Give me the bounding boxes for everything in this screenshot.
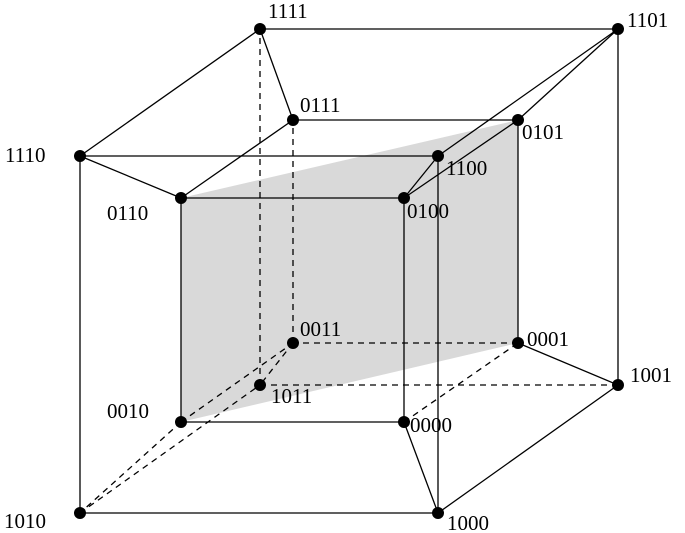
vertex-1000 <box>432 507 444 519</box>
vertex-1111 <box>254 23 266 35</box>
edge-1100-1101 <box>437 28 619 157</box>
vertex-1101 <box>612 23 624 35</box>
edge-0110-1110 <box>79 155 182 199</box>
edge-0000-1000 <box>403 421 439 514</box>
edge-0110-0111 <box>180 119 294 199</box>
vertex-0001 <box>512 337 524 349</box>
edge-0000-0001 <box>403 342 519 423</box>
edge-0010-0011 <box>180 342 294 423</box>
vertex-0011 <box>287 337 299 349</box>
label-0010: 0010 <box>107 399 149 423</box>
label-1110: 1110 <box>5 143 45 167</box>
vertex-1110 <box>74 150 86 162</box>
label-0110: 0110 <box>107 201 148 225</box>
label-1000: 1000 <box>447 511 489 533</box>
vertex-0101 <box>512 114 524 126</box>
label-1111: 1111 <box>268 0 308 23</box>
vertex-0010 <box>175 416 187 428</box>
vertex-0100 <box>398 192 410 204</box>
vertex-0110 <box>175 192 187 204</box>
label-0011: 0011 <box>300 317 341 341</box>
vertex-1001 <box>612 379 624 391</box>
edge-1010-1011 <box>79 384 261 514</box>
edge-0111-1111 <box>259 28 294 121</box>
labels-layer: 0000 0001 0010 0011 0100 0101 0110 0111 … <box>4 0 672 533</box>
label-1101: 1101 <box>627 8 668 32</box>
edges-layer <box>79 28 619 514</box>
edge-0010-1010 <box>79 421 182 514</box>
inner-cube-front-face <box>181 120 518 422</box>
label-0100: 0100 <box>407 199 449 223</box>
edge-0011-1011 <box>259 342 294 386</box>
label-1100: 1100 <box>446 156 487 180</box>
vertex-0000 <box>398 416 410 428</box>
label-1001: 1001 <box>630 363 672 387</box>
edge-0101-1101 <box>517 28 619 121</box>
edge-0100-1100 <box>403 155 439 199</box>
label-1010: 1010 <box>4 509 46 533</box>
label-0000: 0000 <box>410 413 452 437</box>
label-0111: 0111 <box>300 93 340 117</box>
edge-1000-1001 <box>437 384 619 514</box>
label-0001: 0001 <box>527 327 569 351</box>
vertex-0111 <box>287 114 299 126</box>
edge-0001-1001 <box>517 342 619 386</box>
edge-0100-0101 <box>403 119 519 199</box>
label-1011: 1011 <box>271 384 312 408</box>
vertices-layer <box>74 23 624 519</box>
edge-1110-1111 <box>79 28 261 157</box>
vertex-1010 <box>74 507 86 519</box>
vertex-1100 <box>432 150 444 162</box>
label-0101: 0101 <box>522 120 564 144</box>
vertex-1011 <box>254 379 266 391</box>
